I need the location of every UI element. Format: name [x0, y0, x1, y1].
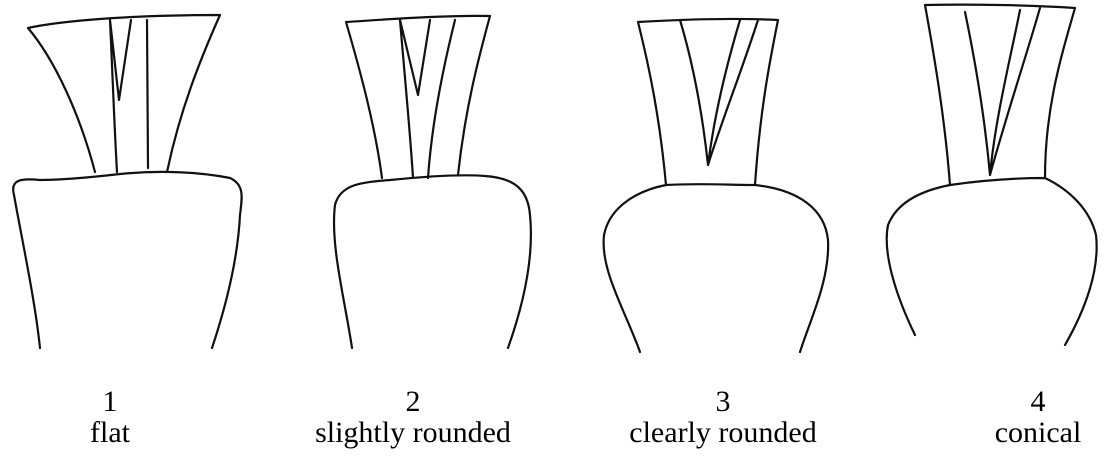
- root-drawing-slightly-rounded: [332, 14, 533, 350]
- root-body-outline: [602, 183, 830, 354]
- shape-label: conical: [994, 416, 1082, 449]
- leaf-stalk-veins: [963, 6, 1042, 177]
- caption-slightly-rounded: 2 slightly rounded: [293, 386, 533, 448]
- caption-conical: 4 conical: [918, 386, 1107, 448]
- shape-number: 3: [715, 385, 731, 418]
- root-body-outline: [332, 174, 533, 350]
- caption-clearly-rounded: 3 clearly rounded: [603, 386, 843, 448]
- root-body-outline: [885, 176, 1098, 347]
- shape-label: flat: [90, 416, 130, 449]
- root-drawing-clearly-rounded: [602, 17, 830, 354]
- root-body-outline: [12, 170, 243, 350]
- shape-number: 4: [1030, 385, 1046, 418]
- leaf-stalk-outline: [636, 17, 780, 187]
- leaf-stalk-outline: [344, 14, 492, 180]
- shape-label: slightly rounded: [315, 416, 511, 449]
- leaf-stalk-outline: [923, 3, 1077, 187]
- leaf-stalk-veins: [398, 18, 457, 180]
- root-drawing-flat: [12, 13, 243, 350]
- shape-number: 2: [405, 385, 421, 418]
- leaf-stalk-veins: [678, 18, 760, 167]
- leaf-stalk-outline: [26, 13, 222, 174]
- root-drawing-conical: [885, 3, 1098, 347]
- caption-flat: 1 flat: [0, 386, 230, 448]
- shape-number: 1: [102, 385, 118, 418]
- shape-label: clearly rounded: [629, 416, 817, 449]
- leaf-stalk-veins: [108, 18, 150, 174]
